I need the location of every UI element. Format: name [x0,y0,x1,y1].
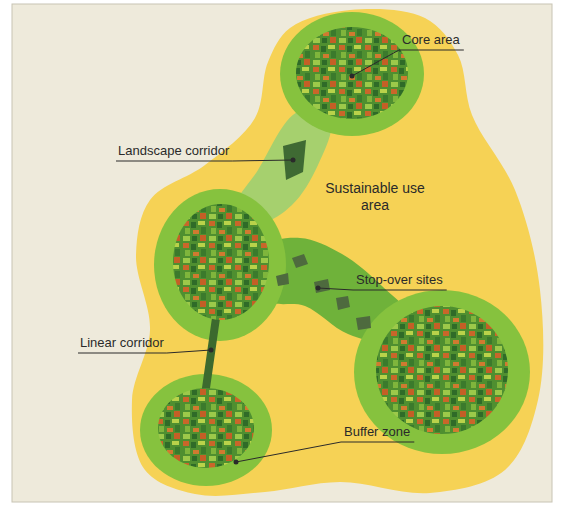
core-area [158,388,254,468]
core-area [296,27,408,119]
buffer-zone [140,374,272,486]
core-area [376,306,508,434]
stop-over-patch [356,316,371,330]
callout-label: Buffer zone [344,424,410,440]
callout-label: Sustainable use area [325,180,425,214]
core-area [173,204,269,320]
label-box: Landscape corridor [118,143,229,159]
leader-line [236,442,414,462]
label-box: Linear corridor [80,335,164,351]
leader-line [116,160,293,161]
leader-line [352,50,464,76]
stop-over-patch [292,254,308,268]
leader-dot [234,460,239,465]
label-box: Buffer zone [344,424,410,440]
leader-line [318,288,447,290]
stop-over-patch [336,296,350,310]
buffer-zone [154,189,286,341]
callout-label: Landscape corridor [118,143,229,159]
leader-dot [316,286,321,291]
leader-line [78,350,211,353]
label-box: Stop-over sites [356,272,443,288]
leader-dot [209,348,214,353]
callout-label: Linear corridor [80,335,164,351]
leader-dot [291,158,296,163]
frame [12,4,552,502]
callout-label: Stop-over sites [356,272,443,288]
leader-dot [350,74,355,79]
label-box: Sustainable use area [325,180,425,214]
label-box: Core area [402,32,460,48]
stop-over-patch [314,279,330,293]
stop-over-patch [276,273,289,286]
callout-label: Core area [402,32,460,48]
sustainable-use-region [132,9,543,496]
buffer-zone [280,12,424,136]
